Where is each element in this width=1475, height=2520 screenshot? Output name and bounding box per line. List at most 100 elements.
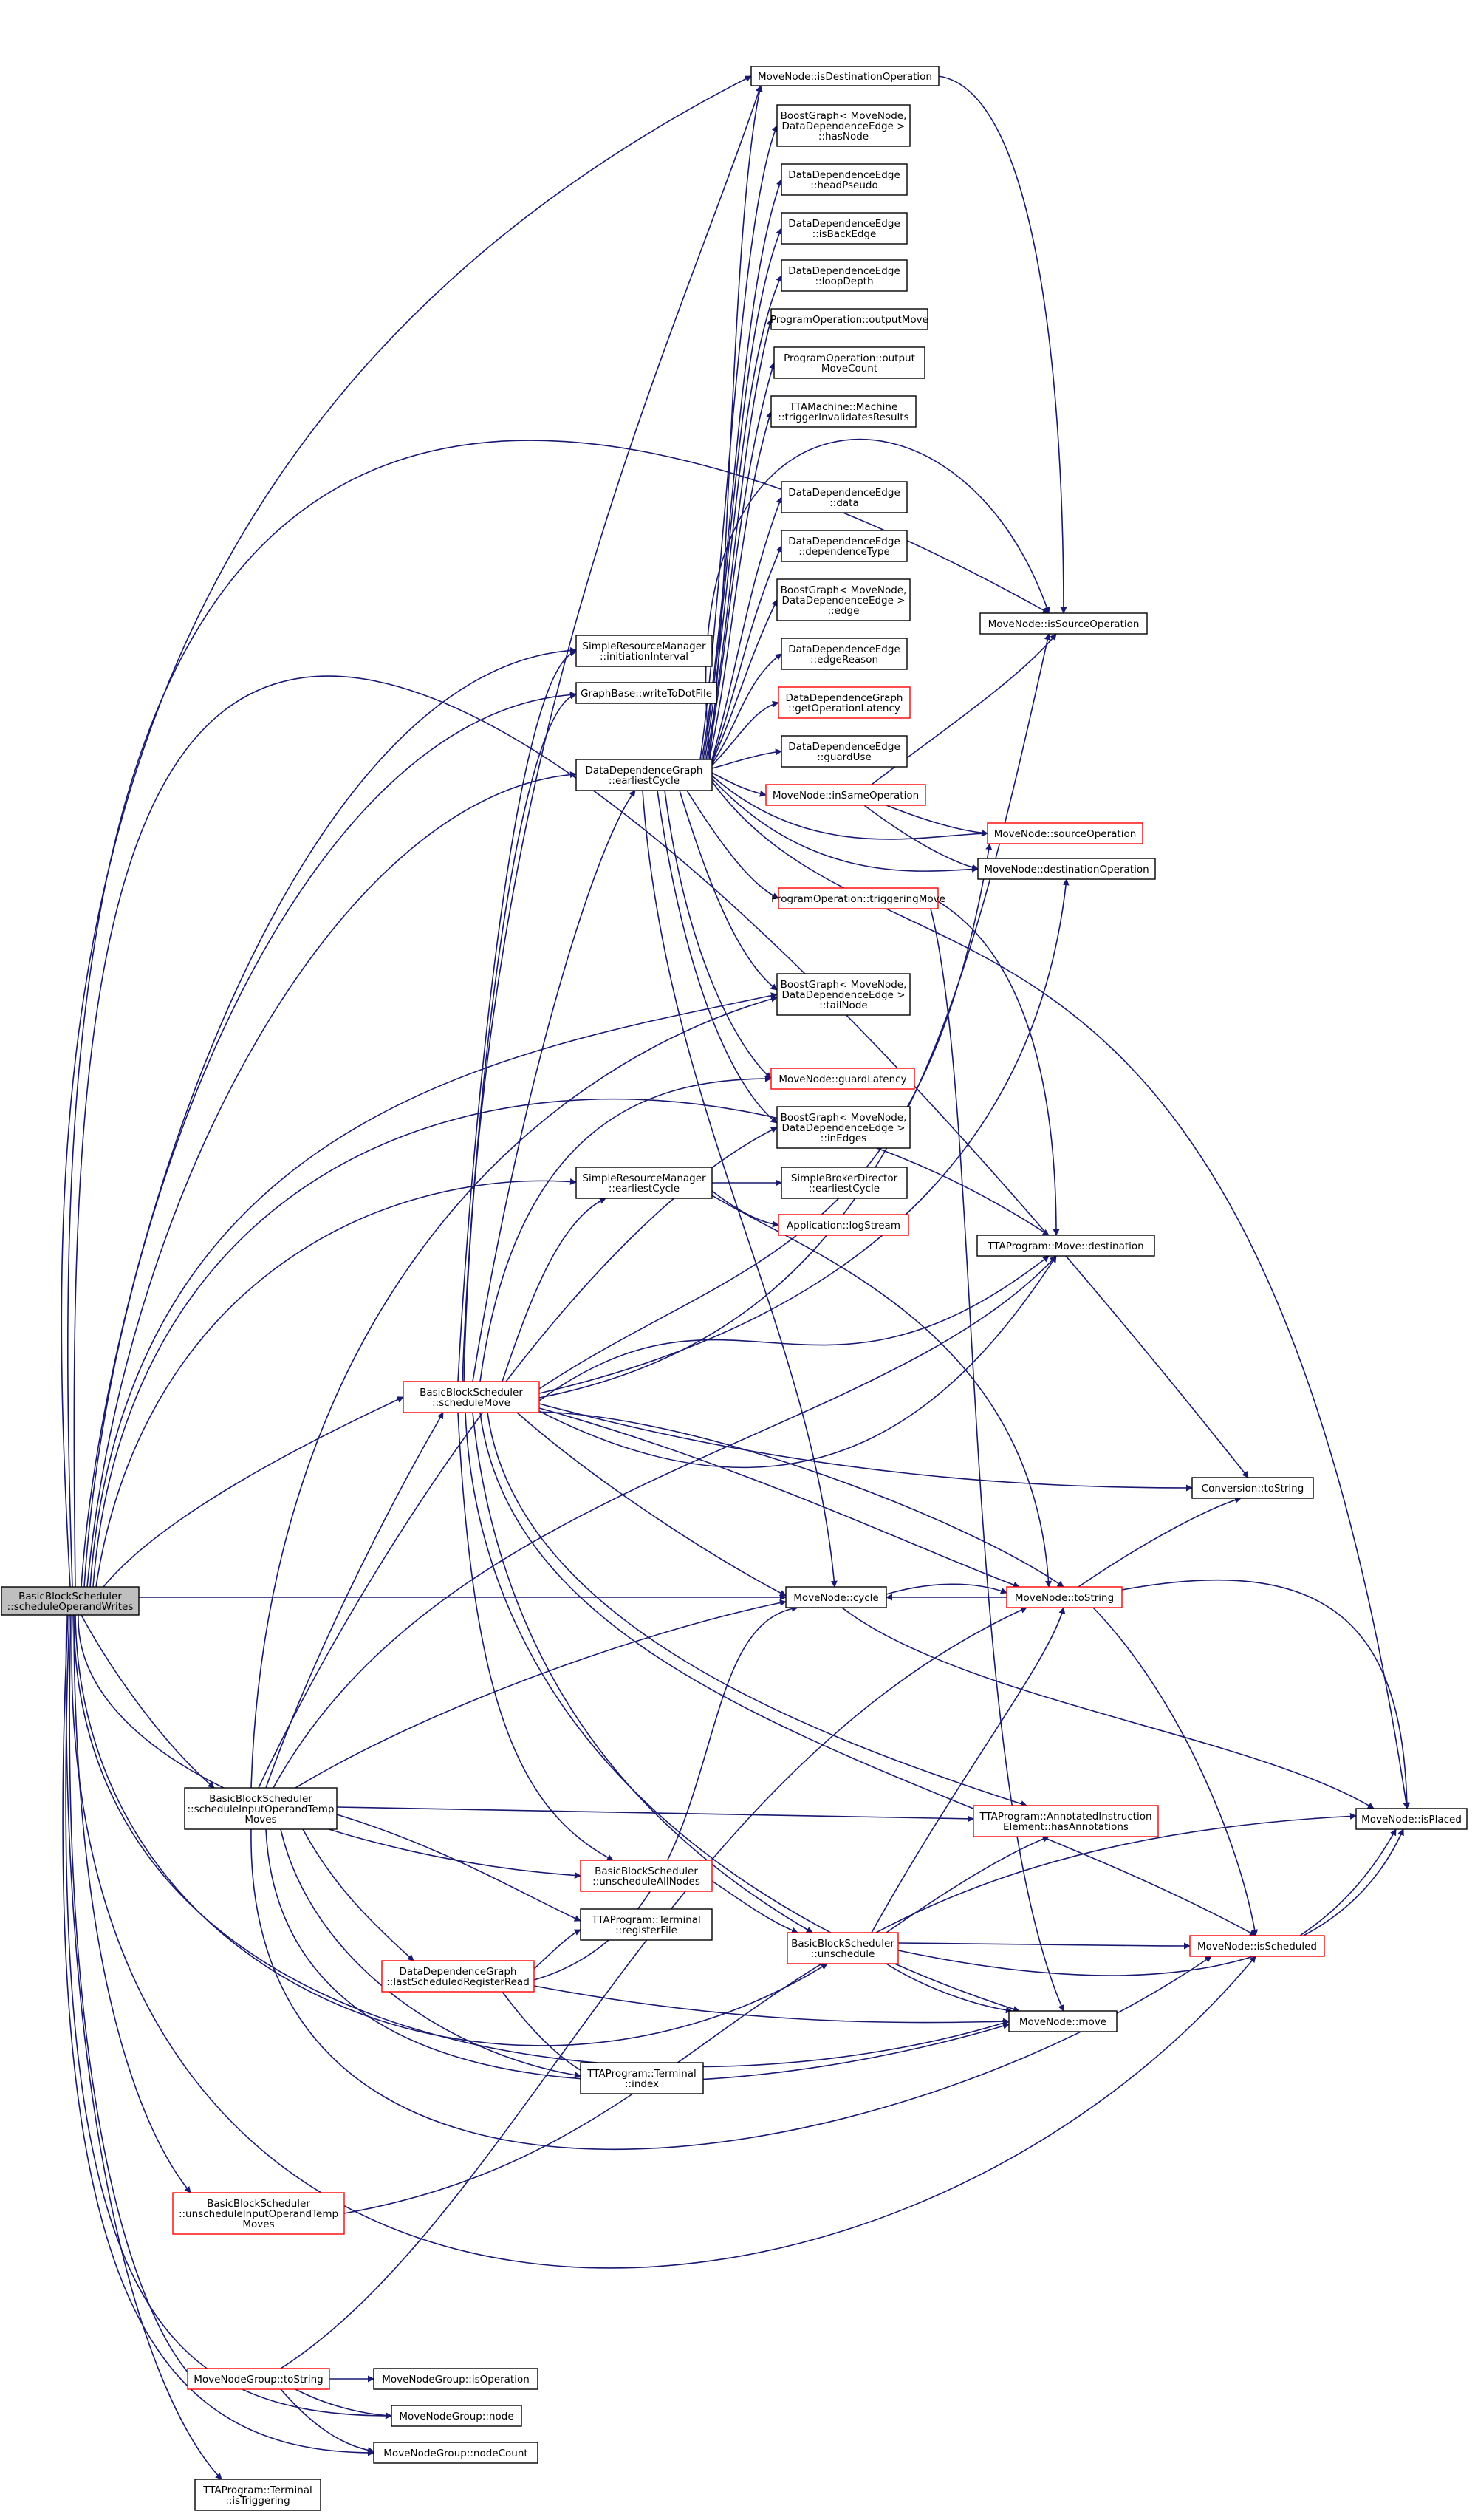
node-in-same-op[interactable]: MoveNode::inSameOperation [765,784,926,806]
node-label: MoveNode::inSameOperation [773,790,919,802]
edge-ddgEarliest-to-headPseudo [701,179,783,760]
edge-scheduleMove-to-srmII [457,649,577,1382]
node-reg-file[interactable]: TTAProgram::Terminal::registerFile [580,1908,713,1941]
node-term-index[interactable]: TTAProgram::Terminal::index [580,2062,704,2094]
node-dep-type[interactable]: DataDependenceEdge::dependenceType [781,530,908,562]
node-label: MoveNodeGroup::nodeCount [383,2448,527,2459]
node-is-dest[interactable]: MoveNode::isDestinationOperation [750,66,940,86]
node-label: MoveCount [821,363,877,375]
edge-ddgEarliest-to-isSourceOp [705,438,1050,760]
edge-schedInput-to-lastSched [302,1828,414,1961]
edge-line [472,1412,813,1933]
node-label: DataDependenceEdge > [781,120,905,132]
edge-line [280,1607,1027,2369]
node-ddg-earliest[interactable]: DataDependenceGraph::earliestCycle [575,759,713,791]
node-dde-data[interactable]: DataDependenceEdge::data [781,481,908,513]
node-schedule-move[interactable]: BasicBlockScheduler::scheduleMove [403,1381,540,1413]
node-log-stream[interactable]: Application::logStream [778,1214,909,1236]
node-box [781,735,908,768]
node-get-op-lat[interactable]: DataDependenceGraph::getOperationLatency [778,686,911,719]
edge-line [897,1828,1404,1976]
node-mng-to-string[interactable]: MoveNodeGroup::toString [187,2368,330,2390]
node-edge-reason[interactable]: DataDependenceEdge::edgeReason [781,638,908,670]
edge-line [472,790,636,1382]
node-mn-to-string[interactable]: MoveNode::toString [1006,1586,1123,1608]
node-sbd-earliest[interactable]: SimpleBrokerDirector::earliestCycle [781,1167,908,1199]
node-head-pseudo[interactable]: DataDependenceEdge::headPseudo [781,163,908,196]
edge-line [711,778,979,873]
node-output-move[interactable]: ProgramOperation::outputMove [770,308,928,330]
edge-line [538,1255,1057,1469]
node-dest-op[interactable]: MoveNode::destinationOperation [977,858,1156,880]
edge-line [711,700,779,766]
node-root[interactable]: BasicBlockScheduler::scheduleOperandWrit… [1,1586,140,1616]
node-loop-depth[interactable]: DataDependenceEdge::loopDepth [781,259,908,292]
edge-scheduleMove-to-unschedule [472,1412,813,1933]
node-has-node[interactable]: BoostGraph< MoveNode,DataDependenceEdge … [776,104,911,147]
node-label: ::headPseudo [810,180,877,191]
node-mng-node[interactable]: MoveNodeGroup::node [391,2405,522,2427]
edge-line [103,1396,404,1588]
node-is-scheduled[interactable]: MoveNode::isScheduled [1189,1935,1325,1957]
node-bg-edge[interactable]: BoostGraph< MoveNode,DataDependenceEdge … [776,578,911,621]
node-label: ::scheduleOperandWrites [7,1601,134,1613]
edge-scheduleMove-to-isDest [463,85,762,1382]
edge-line [73,1614,1010,2068]
node-box [575,682,717,704]
node-unsched-input[interactable]: BasicBlockScheduler::unscheduleInputOper… [172,2192,345,2235]
node-tail-node[interactable]: BoostGraph< MoveNode,DataDependenceEdge … [776,973,911,1016]
node-label: ::scheduleMove [432,1397,510,1409]
node-mng-node-count[interactable]: MoveNodeGroup::nodeCount [373,2442,538,2464]
node-box [194,2479,321,2511]
node-unsched-all[interactable]: BasicBlockScheduler::unscheduleAllNodes [580,1860,713,1892]
node-is-source-op[interactable]: MoveNode::isSourceOperation [979,612,1148,635]
edge-line [711,653,782,765]
node-box [781,1167,908,1199]
node-label: TTAProgram::Terminal [202,2485,312,2496]
node-is-placed[interactable]: MoveNode::isPlaced [1355,1808,1468,1830]
node-guard-latency[interactable]: MoveNode::guardLatency [770,1068,915,1090]
node-trigger-inv[interactable]: TTAMachine::Machine::triggerInvalidatesR… [770,395,917,428]
node-move-dest[interactable]: TTAProgram::Move::destination [976,1235,1155,1257]
edge-root-to-mngNodeCount [62,1614,374,2456]
edge-line [863,805,979,871]
edge-ddgEarliest-to-triggeringMove [686,790,779,899]
edge-scheduleMove-to-writeDot [462,692,577,1382]
node-sched-input[interactable]: BasicBlockScheduler::scheduleInputOperan… [184,1787,338,1830]
node-has-annot[interactable]: TTAProgram::AnnotatedInstructionElement:… [973,1805,1159,1837]
node-box [575,759,713,791]
node-label: ::inEdges [821,1133,866,1144]
node-box [781,163,908,196]
node-triggering-move[interactable]: ProgramOperation::triggeringMove [771,887,945,909]
edge-srmEarliest-to-mnToString [711,1195,1053,1588]
node-write-dot[interactable]: GraphBase::writeToDotFile [575,682,717,704]
node-box [776,578,911,621]
node-box [1355,1808,1468,1830]
edge-line [930,908,1064,2012]
node-guard-use[interactable]: DataDependenceEdge::guardUse [781,735,908,768]
edge-mngToString-to-mngNode [295,2388,392,2420]
edge-line [273,1255,1057,1789]
node-box [770,395,917,428]
node-mng-is-op[interactable]: MoveNodeGroup::isOperation [373,2368,538,2390]
node-label: MoveNode::move [1019,2016,1106,2028]
edge-line [516,1412,787,1597]
node-last-sched[interactable]: DataDependenceGraph::lastScheduledRegist… [381,1960,535,1993]
edge-line [250,1828,1212,2151]
edge-root-to-unschedAll [78,1614,581,1879]
node-mn-move[interactable]: MoveNode::move [1008,2010,1118,2032]
node-srm-i-i[interactable]: SimpleResourceManager::initiationInterva… [575,635,713,667]
node-conv-to-string[interactable]: Conversion::toString [1191,1477,1314,1499]
node-is-triggering[interactable]: TTAProgram::Terminal::isTriggering [194,2479,321,2511]
node-in-edges[interactable]: BoostGraph< MoveNode,DataDependenceEdge … [776,1106,911,1149]
node-srm-earliest[interactable]: SimpleResourceManager::earliestCycle [575,1167,713,1199]
node-box [373,2368,538,2390]
node-label: SimpleResourceManager [582,1172,706,1184]
node-cycle[interactable]: MoveNode::cycle [785,1586,887,1608]
edge-line [711,1195,1053,1588]
node-unschedule[interactable]: BasicBlockScheduler::unschedule [787,1932,899,1964]
node-is-back-edge[interactable]: DataDependenceEdge::isBackEdge [781,212,908,245]
node-source-op[interactable]: MoveNode::sourceOperation [987,822,1143,844]
